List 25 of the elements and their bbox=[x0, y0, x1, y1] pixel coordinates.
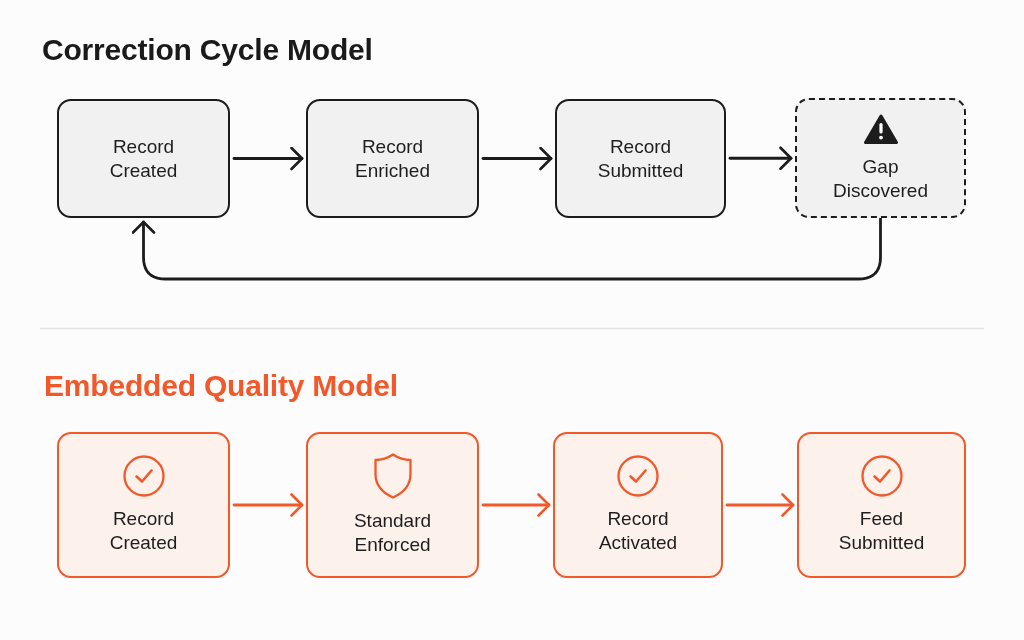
arrow bbox=[481, 146, 553, 171]
step-label: Gap Discovered bbox=[831, 155, 929, 203]
process-box bbox=[553, 432, 723, 578]
step-label: Record Created bbox=[108, 507, 179, 555]
arrow bbox=[481, 493, 551, 517]
step-label: Record Created bbox=[108, 134, 179, 183]
section-heading: Correction Cycle Model bbox=[42, 32, 373, 68]
arrow bbox=[131, 216, 882, 281]
process-box bbox=[306, 99, 479, 218]
process-box bbox=[797, 432, 966, 578]
step-label: Record Activated bbox=[597, 507, 679, 555]
step-label: Record Submitted bbox=[596, 134, 685, 183]
arrow bbox=[232, 146, 304, 171]
process-box bbox=[57, 99, 230, 218]
step-label: Record Enriched bbox=[354, 134, 431, 183]
arrow bbox=[728, 146, 793, 171]
process-box bbox=[57, 432, 230, 578]
process-box bbox=[306, 432, 479, 578]
step-label: Feed Submitted bbox=[837, 507, 926, 555]
process-box bbox=[795, 98, 966, 218]
section-heading: Embedded Quality Model bbox=[44, 368, 398, 404]
arrow bbox=[232, 493, 304, 517]
step-label: Standard Enforced bbox=[352, 509, 433, 557]
arrow bbox=[725, 493, 795, 517]
process-box bbox=[555, 99, 726, 218]
